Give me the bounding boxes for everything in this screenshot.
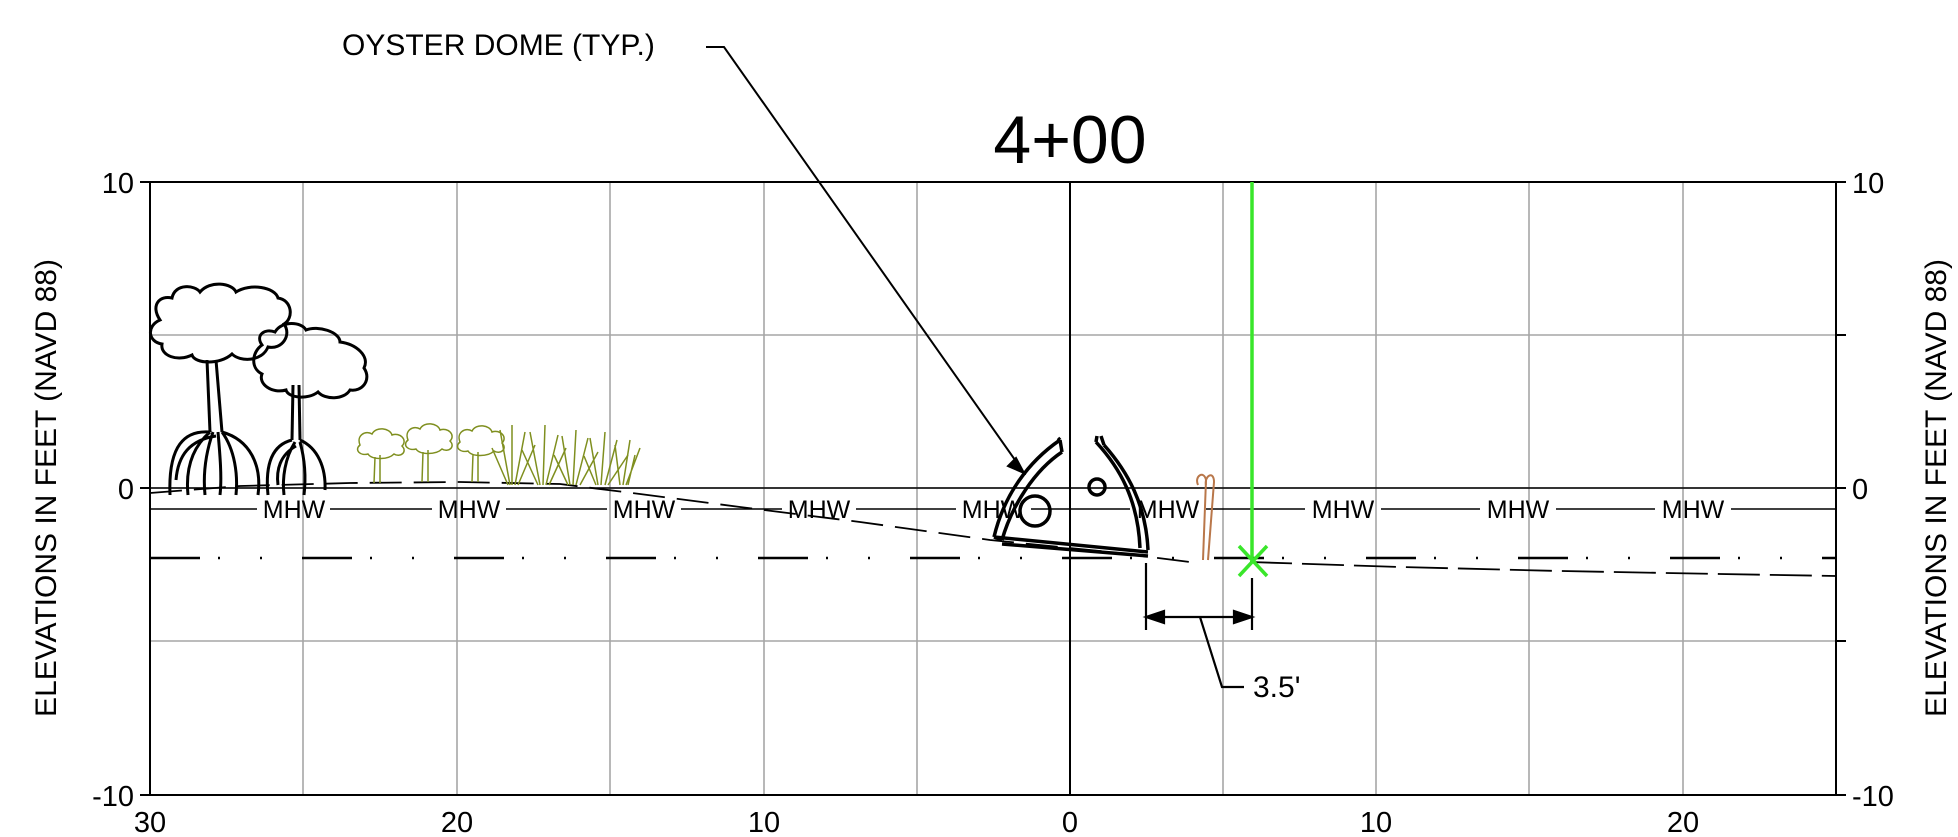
dim-leader [1198,616,1244,689]
survey-x [1237,544,1269,578]
grass-tuft [491,425,536,486]
marsh-grass-icon [491,424,641,486]
y-tick-label: 10 [102,168,134,200]
mhw-label: MHW [1312,496,1375,524]
grass-tuft [521,424,567,486]
existing-ground [149,481,1837,577]
station-title: 4+00 [993,102,1146,178]
dome-right [1094,440,1150,551]
tree-trunk [297,384,302,441]
x-tick-label: 10 [748,807,780,837]
x-tick-label: 20 [1667,807,1699,837]
y-tick-labels-right: 10 0 -10 [1852,168,1894,813]
x-tick-label: 30 [134,807,166,837]
grass-tuft [614,439,641,486]
ground-line-left [149,481,1191,563]
tree-trunk [205,359,212,433]
shrub-icon [356,423,505,484]
y-tick-labels-left: 10 0 -10 [92,168,134,813]
callout-leader [706,46,1021,468]
mhw-line: MHW MHW MHW MHW MHW MHW MHW MHW MHW [150,496,1836,524]
dimension [1142,563,1256,689]
dim-arrow [1232,609,1256,625]
y-tick-label: -10 [92,781,134,813]
dome-left-top [1056,436,1064,453]
tree-canopy [252,322,369,400]
dimension-text: 3.5' [1253,671,1300,704]
dome-base [993,535,1149,558]
grass-tuft [583,431,629,486]
mhw-label: MHW [1137,496,1200,524]
mhw-label: MHW [1487,496,1550,524]
stake [1204,474,1216,561]
stake-icon [1196,473,1216,561]
y-axis-title-right: ELEVATIONS IN FEET (NAVD 88) [1920,259,1953,717]
ground-line-right [1249,561,1837,577]
mhw-label: MHW [788,496,851,524]
x-tick-labels: 30 20 10 0 10 20 [134,807,1699,837]
x-tick-label: 10 [1360,807,1392,837]
tree-trunk [290,384,295,441]
grass-tuft [553,429,599,486]
mhw-label: MHW [438,496,501,524]
dome-hole [1018,494,1052,528]
y-tick-label: -10 [1852,781,1894,813]
mhw-label: MHW [263,496,326,524]
mangrove-tree-icon [149,282,369,496]
frame [140,181,1846,796]
dim-arrow [1142,609,1166,625]
shrub [456,425,505,483]
shrub [356,428,405,484]
callout-arrowhead [1006,456,1027,476]
callout: OYSTER DOME (TYP.) [342,29,1027,476]
grid [150,182,1836,795]
y-tick-label: 0 [1852,474,1868,506]
tree-trunk [214,359,224,433]
callout-text: OYSTER DOME (TYP.) [342,29,655,62]
mhw-label: MHW [1662,496,1725,524]
y-tick-label: 0 [118,474,134,506]
mhw-label: MHW [613,496,676,524]
x-tick-label: 0 [1062,807,1078,837]
y-axis-title-left: ELEVATIONS IN FEET (NAVD 88) [30,259,63,717]
dome-left [992,438,1063,541]
tree-canopy [149,282,292,364]
dome-right-top [1094,435,1106,446]
shrub [404,423,453,483]
y-tick-label: 10 [1852,168,1884,200]
prop-roots [168,430,261,496]
oyster-dome-icon [992,435,1150,558]
dome-hole [1087,477,1107,497]
x-tick-label: 20 [441,807,473,837]
survey-point-icon [1237,182,1269,578]
prop-roots [265,438,327,496]
